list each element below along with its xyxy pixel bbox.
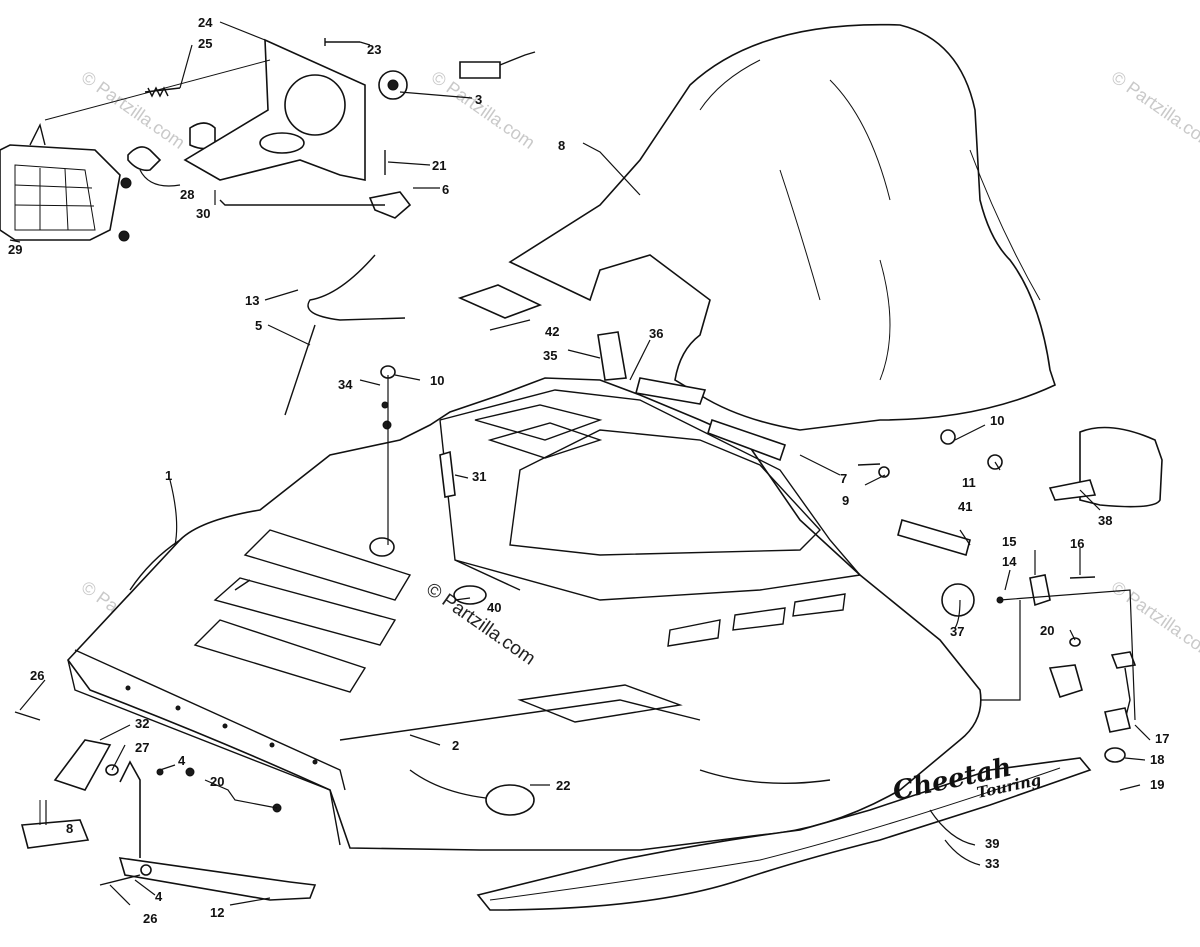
callout-3: 3	[475, 92, 482, 107]
callout-38: 38	[1098, 513, 1112, 528]
callout-24: 24	[198, 15, 213, 30]
watermark-text: © Partzilla.com	[1108, 67, 1200, 153]
callout-27: 27	[135, 740, 149, 755]
callout-6: 6	[442, 182, 449, 197]
callout-13: 13	[245, 293, 259, 308]
callout-23: 23	[367, 42, 381, 57]
callout-41: 41	[958, 499, 972, 514]
callout-28: 28	[180, 187, 194, 202]
bumper-bracket-parts	[20, 739, 317, 901]
callout-34: 34	[338, 377, 353, 392]
watermark-text: © Partzilla.com	[1108, 577, 1200, 663]
callout-5: 5	[255, 318, 262, 333]
callout-29: 29	[8, 242, 22, 257]
watermark-text: © Partzilla.com	[78, 67, 189, 153]
callout-26: 26	[30, 668, 44, 683]
callout-8: 8	[66, 821, 73, 836]
callout-4: 4	[178, 753, 186, 768]
watermark-text: © Partzilla.com	[428, 67, 539, 153]
callout-labels: 1 2 3 4 4 5 6 7 8 8 9 10 10 11 12 13 14 …	[8, 15, 1169, 926]
callout-33: 33	[985, 856, 999, 871]
callout-10: 10	[990, 413, 1004, 428]
callout-7: 7	[840, 471, 847, 486]
callout-2: 2	[452, 738, 459, 753]
callout-18: 18	[1150, 752, 1164, 767]
callout-1: 1	[165, 468, 172, 483]
adjust-cable-assembly	[219, 150, 412, 416]
callout-37: 37	[950, 624, 964, 639]
callout-30: 30	[196, 206, 210, 221]
callout-leaders	[9, 21, 1151, 906]
callout-20: 20	[210, 774, 224, 789]
callout-40: 40	[487, 600, 501, 615]
callout-11: 11	[962, 475, 976, 490]
callout-21: 21	[432, 158, 446, 173]
callout-35: 35	[543, 348, 557, 363]
callout-16: 16	[1070, 536, 1084, 551]
callout-32: 32	[135, 716, 149, 731]
callout-31: 31	[472, 469, 486, 484]
callout-4: 4	[155, 889, 163, 904]
callout-14: 14	[1002, 554, 1017, 569]
callout-17: 17	[1155, 731, 1169, 746]
small-hardware	[14, 284, 1137, 886]
callout-26: 26	[143, 911, 157, 926]
callout-20: 20	[1040, 623, 1054, 638]
headlight-assembly	[0, 38, 536, 242]
callout-22: 22	[556, 778, 570, 793]
callout-25: 25	[198, 36, 212, 51]
callout-12: 12	[210, 905, 224, 920]
callout-36: 36	[649, 326, 663, 341]
callout-10: 10	[430, 373, 444, 388]
hood-part	[66, 377, 982, 851]
mirror-part	[1048, 426, 1163, 508]
callout-19: 19	[1150, 777, 1164, 792]
callout-15: 15	[1002, 534, 1016, 549]
callout-42: 42	[545, 324, 559, 339]
callout-8: 8	[558, 138, 565, 153]
callout-9: 9	[842, 493, 849, 508]
windshield-part	[508, 23, 1056, 431]
callout-39: 39	[985, 836, 999, 851]
